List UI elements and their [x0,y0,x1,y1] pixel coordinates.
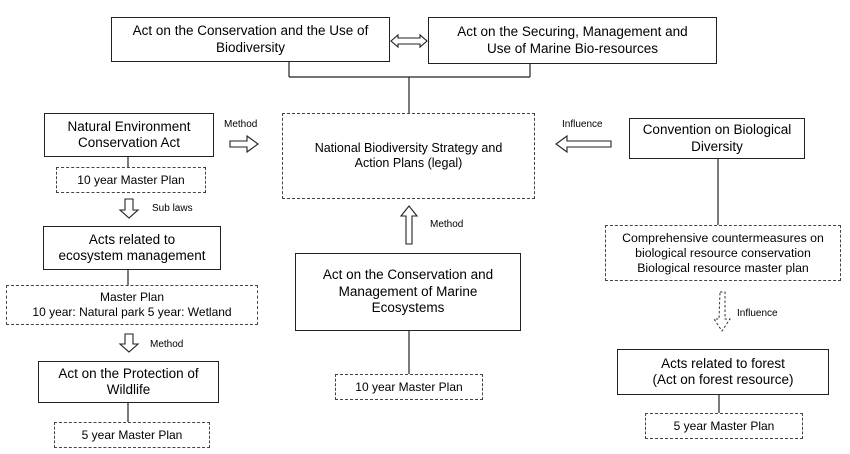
arrow-influence-forest [713,291,731,332]
arrow-method-wildlife [118,333,140,353]
master-plan-5yr-forest: 5 year Master Plan [645,413,803,439]
label-influence-countermeasures: Influence [737,308,778,319]
arrow-cbd-to-nbsap [555,134,612,154]
comprehensive-countermeasures: Comprehensive countermeasures on biologi… [605,225,841,281]
master-plan-park-wetland: Master Plan 10 year: Natural park 5 year… [6,285,258,325]
act-marine-ecosystems: Act on the Conservation and Management o… [295,253,521,331]
arrow-sub-laws [118,198,140,219]
cbd: Convention on Biological Diversity [629,118,805,159]
master-plan-5yr-wildlife: 5 year Master Plan [54,422,210,448]
master-plan-10yr-nea: 10 year Master Plan [56,167,206,193]
acts-forest: Acts related to forest (Act on forest re… [617,349,829,395]
arrow-nea-to-nbsap [229,134,259,154]
label-influence-cbd: Influence [562,119,603,130]
double-arrow [390,33,428,49]
act-marine-bioresources: Act on the Securing, Management and Use … [428,17,717,64]
top-bracket-connector [288,62,531,113]
natural-environment-act: Natural Environment Conservation Act [44,113,214,157]
label-method-marine: Method [430,219,464,230]
act-wildlife: Act on the Protection of Wildlife [38,361,219,403]
master-plan-10yr-marine: 10 year Master Plan [335,374,483,400]
arrow-marine-to-nbsap [399,205,419,245]
label-sub-laws: Sub laws [152,203,193,214]
label-method-wildlife: Method [150,339,184,350]
nbsap: National Biodiversity Strategy and Actio… [282,113,535,199]
acts-ecosystem-management: Acts related to ecosystem management [43,226,221,270]
act-conservation-biodiversity: Act on the Conservation and the Use of B… [111,17,390,62]
label-method-nea: Method [224,119,258,130]
